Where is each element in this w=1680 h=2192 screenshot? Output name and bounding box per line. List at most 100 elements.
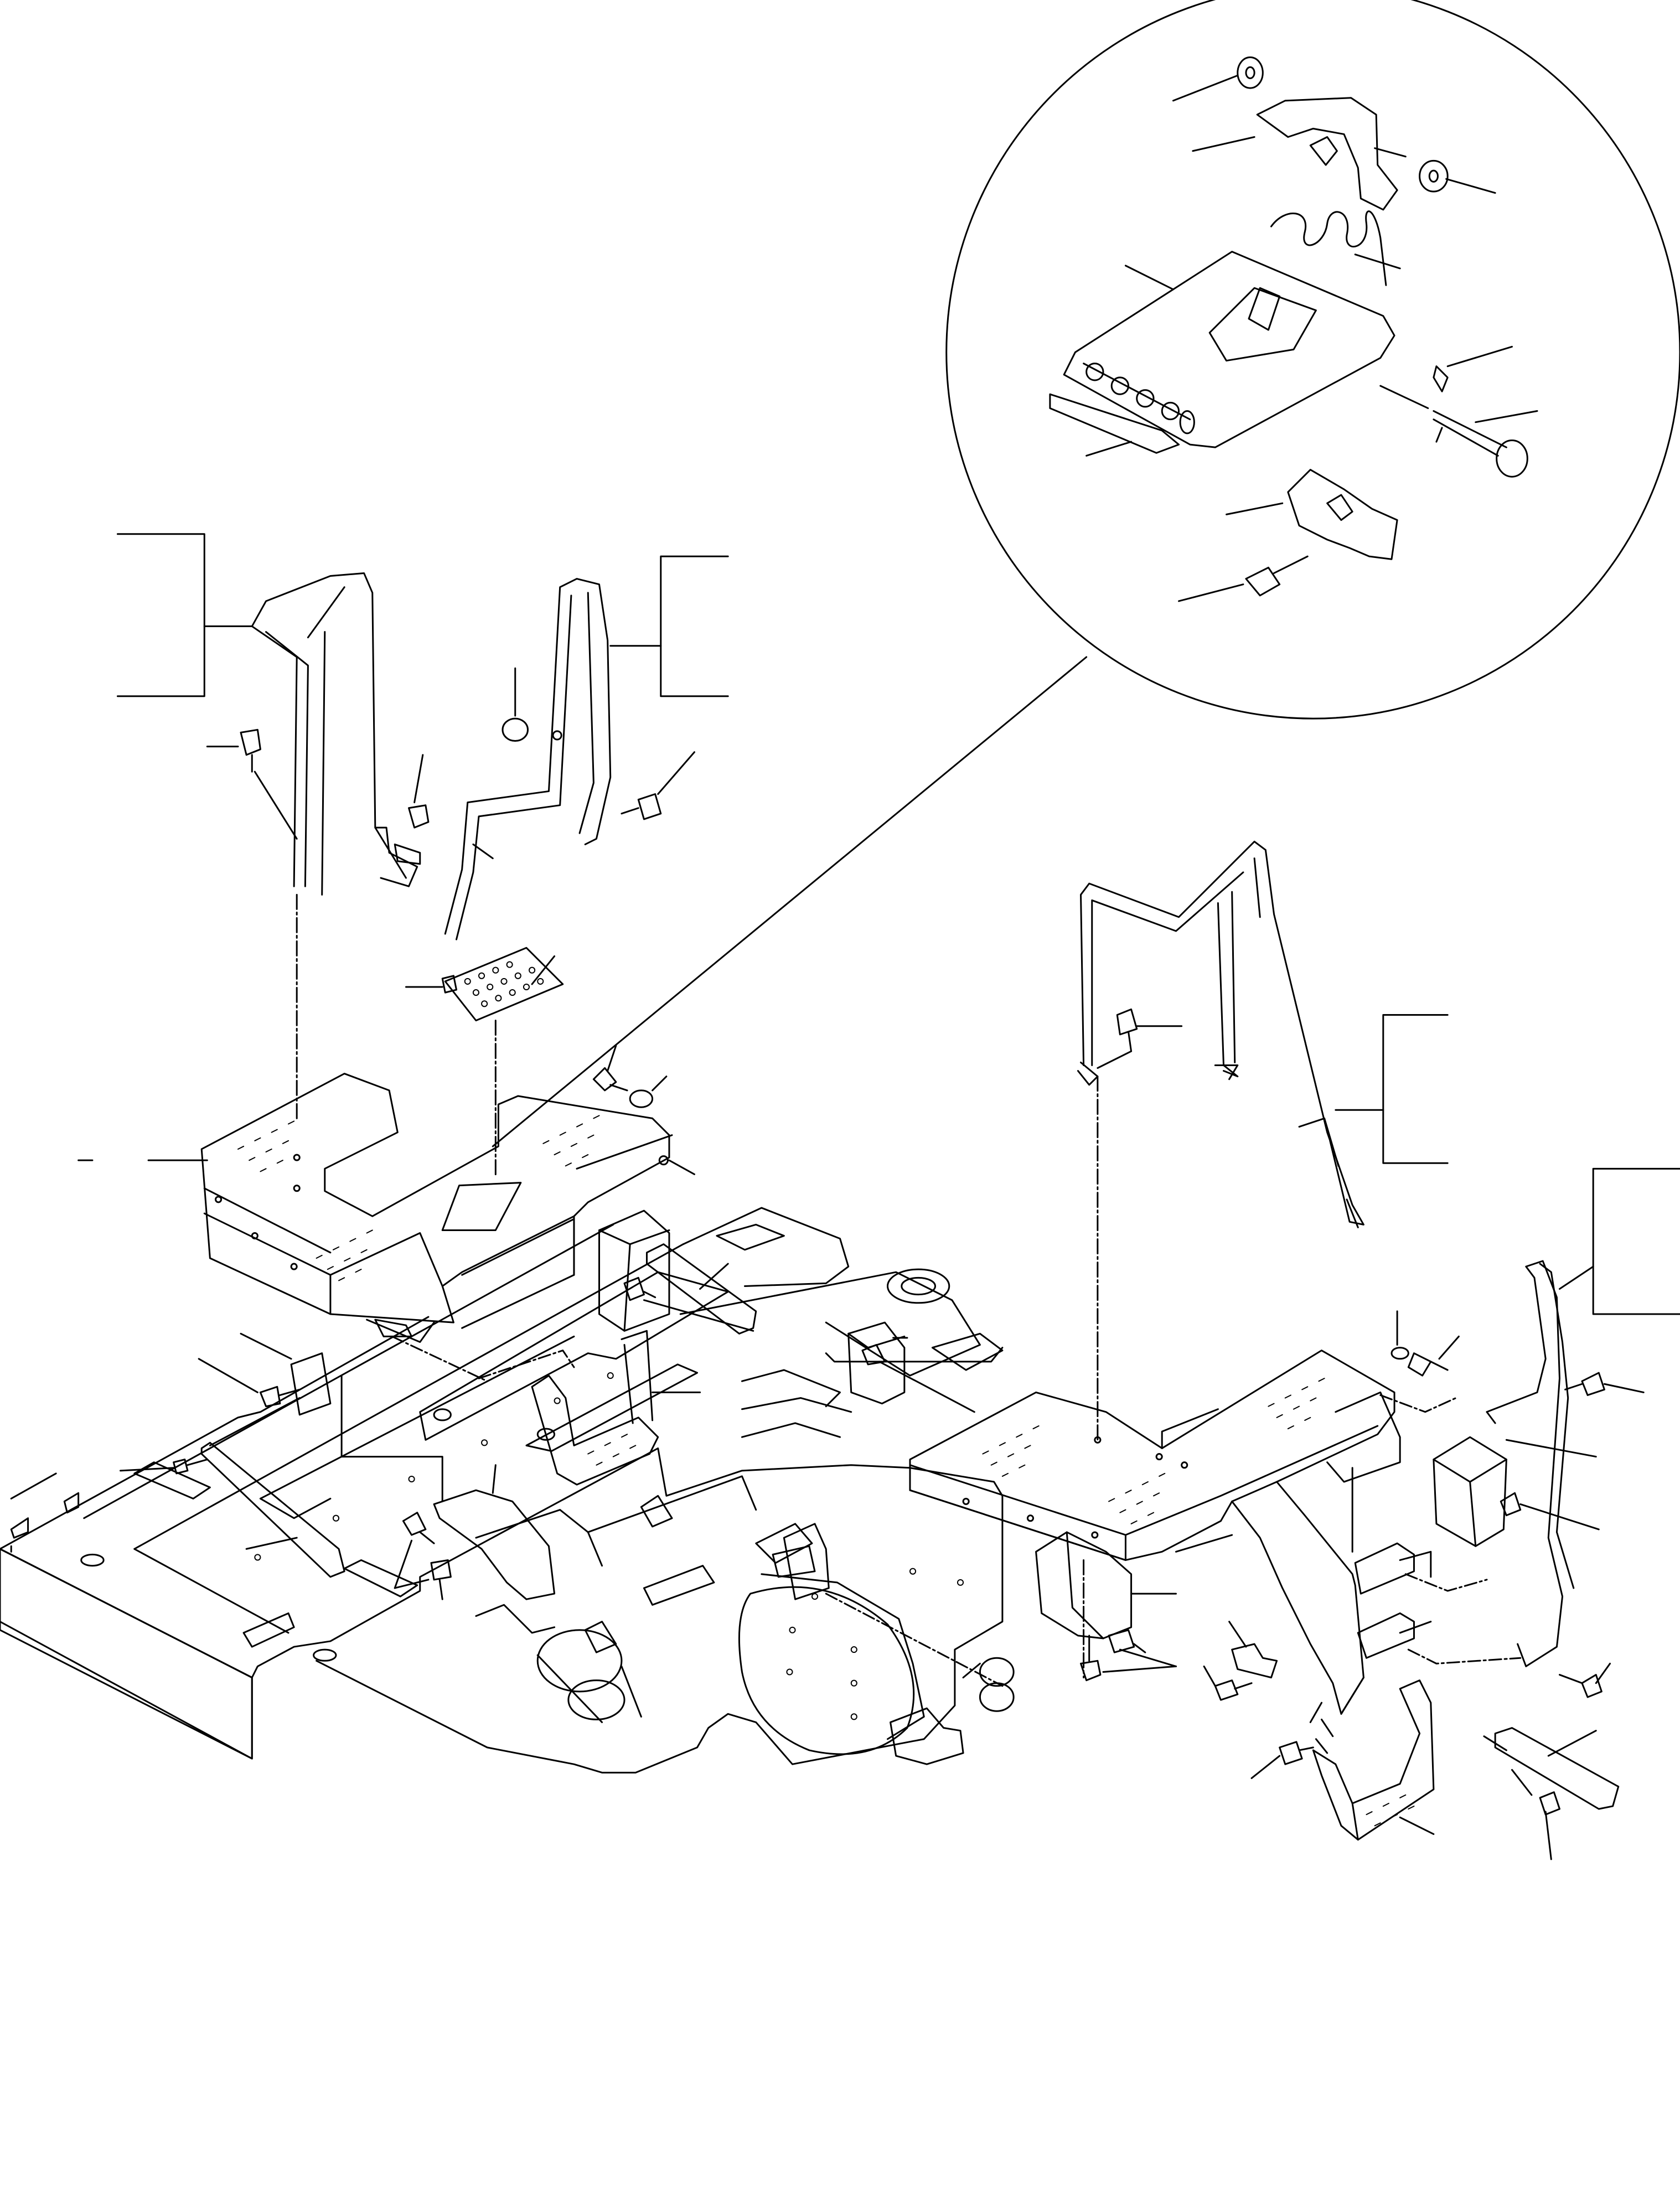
center-callout xyxy=(392,1336,1002,1686)
left-handrail-assembly xyxy=(117,534,728,1119)
handrail-middle-part xyxy=(445,579,610,934)
leader-line xyxy=(473,844,493,858)
leader-line xyxy=(658,752,695,794)
leader-line xyxy=(1087,442,1131,456)
leader-line xyxy=(1439,1336,1459,1358)
leader-line xyxy=(608,1046,616,1071)
step-ladder-part xyxy=(784,1524,829,1599)
detail-leader-line xyxy=(493,657,1086,1146)
leader-line xyxy=(199,1359,257,1393)
step-plate-part xyxy=(445,948,562,1020)
leader-line xyxy=(1355,255,1400,268)
hinge-part xyxy=(1084,364,1190,420)
callout-bracket xyxy=(117,534,204,696)
alignment-line xyxy=(1405,1574,1487,1591)
leader-line xyxy=(1120,1650,1176,1666)
leader-line xyxy=(493,1465,495,1493)
leader-line xyxy=(1604,1384,1643,1392)
clevis-pin-part xyxy=(1434,411,1507,448)
detail-circle xyxy=(947,0,1680,718)
turret-cap-part xyxy=(717,1224,784,1249)
leader-line xyxy=(1204,1666,1215,1686)
lower-mount-bracket-part xyxy=(1036,1532,1131,1638)
leader-line xyxy=(1476,411,1537,422)
platform-step-part xyxy=(1327,1392,1400,1482)
bolt-part xyxy=(174,1460,188,1474)
leader-line xyxy=(1448,347,1512,366)
washer-part xyxy=(630,1090,652,1107)
side-handrail-part xyxy=(1487,1261,1563,1666)
bolt-part xyxy=(1280,1742,1302,1764)
leader-line xyxy=(653,1077,666,1090)
leader-line xyxy=(246,1538,297,1549)
rear-block-part xyxy=(849,1322,904,1403)
strap-part xyxy=(1495,1728,1619,1809)
bolt-part xyxy=(624,1278,644,1300)
latch-bracket-part xyxy=(1257,98,1397,210)
detail-magnifier xyxy=(493,0,1680,1146)
leader-line xyxy=(1173,75,1237,100)
leader-line xyxy=(1227,503,1283,514)
right-side-parts xyxy=(1036,1169,1680,1859)
pillar-part xyxy=(599,1211,669,1331)
leader-line xyxy=(1446,179,1496,193)
turret-ring-part xyxy=(887,1269,949,1303)
leader-line xyxy=(395,1540,411,1588)
right-platform-assembly xyxy=(910,1311,1459,1714)
bolt-part xyxy=(638,794,660,819)
left-platform-assembly xyxy=(79,1046,695,1342)
leader-line xyxy=(1400,1817,1434,1834)
cover-box-part xyxy=(1434,1437,1507,1546)
leader-line xyxy=(1548,1731,1596,1756)
right-platform-part xyxy=(910,1351,1394,1560)
strap-part xyxy=(647,1244,756,1334)
axle-hub-part xyxy=(537,1630,622,1692)
bolt-part xyxy=(1582,1373,1604,1395)
alignment-line xyxy=(1381,1395,1456,1412)
bolt-part xyxy=(403,1513,425,1535)
leader-line xyxy=(415,755,423,803)
bolt-part xyxy=(442,976,456,992)
plate-holes xyxy=(465,962,544,1007)
wheel-housing-part xyxy=(739,1587,913,1754)
bolt-part xyxy=(1117,1009,1136,1034)
washer-part xyxy=(1420,161,1448,192)
leader-line xyxy=(879,1362,974,1412)
bolt-part xyxy=(1540,1792,1559,1814)
mount-bracket-part xyxy=(434,1490,555,1599)
alignment-line xyxy=(392,1336,487,1381)
bolt-part xyxy=(1408,1353,1430,1376)
leader-line xyxy=(1179,585,1243,601)
left-platform-part xyxy=(201,1074,669,1323)
washer-part xyxy=(1238,58,1263,89)
step-ladder-part xyxy=(532,1376,658,1485)
leader-line xyxy=(1193,137,1254,151)
bolt-part xyxy=(1081,1661,1100,1680)
leader-line xyxy=(1125,266,1173,289)
leader-line xyxy=(1229,1622,1246,1647)
spring-part xyxy=(1271,211,1386,286)
leader-line xyxy=(121,1468,174,1471)
washer-part xyxy=(1392,1348,1408,1359)
callout-bracket xyxy=(826,1348,1002,1362)
alignment-line xyxy=(1408,1650,1520,1663)
leader-line xyxy=(342,1376,442,1501)
leader-line xyxy=(1545,1812,1551,1859)
bolt-part xyxy=(1109,1630,1134,1652)
support-bar-part xyxy=(201,1443,344,1576)
knob-part xyxy=(503,718,528,741)
leader-line xyxy=(1103,1666,1176,1672)
leader-line xyxy=(395,1580,428,1588)
right-handrail-assembly xyxy=(1078,841,1448,1440)
chassis-frame xyxy=(0,1208,1014,1772)
bolt-part xyxy=(1246,567,1280,596)
perforation-pattern xyxy=(983,1378,1324,1524)
leader-line xyxy=(241,1333,291,1358)
bolt-part xyxy=(241,730,260,754)
callout-bracket xyxy=(661,556,728,696)
step-plate-assembly xyxy=(406,948,562,1177)
leader-line xyxy=(1521,1504,1599,1529)
handrail-left-part xyxy=(252,573,406,886)
leader-line xyxy=(644,1300,753,1331)
